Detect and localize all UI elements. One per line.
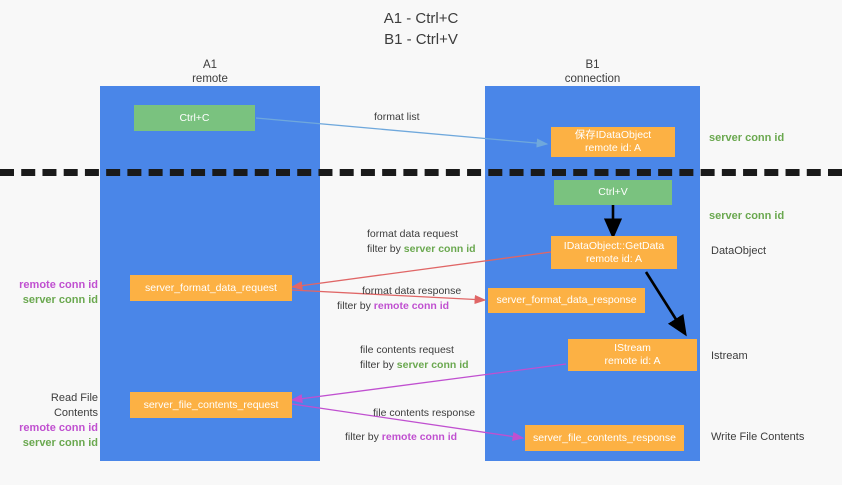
title-line-2: B1 - Ctrl+V [384,31,458,48]
title-line-1: A1 - Ctrl+C [383,10,459,27]
label-file-contents-response-filter: filter by remote conn id [345,421,475,445]
box-getdata-line1: IDataObject::GetData [563,239,665,252]
label-format-data-request-filter: filter by server conn id [367,242,476,257]
label-format-data-response-filter: filter by remote conn id [337,299,461,314]
box-istream-line1: IStream [614,342,651,354]
left-annotation-format: remote conn id server conn id [8,278,98,308]
box-ctrl-c: Ctrl+C [134,105,255,131]
column-header-b1-name: B1 [585,59,600,71]
box-istream-line2: remote id: A [604,355,661,367]
label-file-contents-response: file contents response [345,406,475,421]
box-ctrl-v: Ctrl+V [554,180,672,205]
box-save-dataobject-line1: 保存IDataObject [574,129,652,141]
left-annotation-file: Read File Contents remote conn id server… [4,391,98,451]
label-format-list: format list [374,110,420,125]
box-getdata: IDataObject::GetData remote id: A [551,236,677,269]
box-getdata-line2: remote id: A [585,252,643,265]
left-remote-conn-id-file: remote conn id [19,422,98,434]
phase-divider [0,169,842,176]
label-file-contents-response-text: file contents response [373,407,476,419]
right-label-dataobject: DataObject [711,245,767,257]
filter-prefix: filter by [337,300,374,312]
label-format-data-request-text: format data request [367,228,459,240]
box-server-file-contents-response: server_file_contents_response [525,425,684,451]
box-server-file-contents-request: server_file_contents_request [130,392,292,418]
label-format-list-text: format list [374,111,420,123]
right-server-conn-id-mid: server conn id [709,210,785,222]
label-read-file-contents: Read File Contents [50,392,98,419]
filter-value-server-conn-id: server conn id [403,243,476,255]
filter-value-remote-conn-id: remote conn id [381,431,458,443]
right-label-write-file-contents: Write File Contents [711,431,805,443]
column-header-b1: B1 connection [485,58,700,86]
label-file-contents-request-text: file contents request [360,344,454,356]
page-title: A1 - Ctrl+C B1 - Ctrl+V [0,8,842,50]
column-header-b1-sub: connection [564,73,621,85]
filter-prefix: filter by [367,243,404,255]
left-server-conn-id-file: server conn id [22,437,98,449]
label-file-contents-request: file contents request [360,343,469,358]
box-istream: IStream remote id: A [568,339,697,371]
right-server-conn-id-top: server conn id [709,132,785,144]
filter-prefix: filter by [360,359,397,371]
column-header-a1-name: A1 [202,59,218,71]
box-server-format-data-request: server_format_data_request [130,275,292,301]
label-file-contents-request-filter: filter by server conn id [360,358,469,373]
right-label-istream: Istream [711,350,748,362]
label-format-data-response-text: format data response [362,285,462,297]
column-header-a1-sub: remote [192,73,228,85]
left-server-conn-id-format: server conn id [22,294,98,306]
left-remote-conn-id-format: remote conn id [19,279,98,291]
filter-value-remote-conn-id: remote conn id [373,300,450,312]
column-header-a1: A1 remote [100,58,320,86]
box-save-dataobject: 保存IDataObject remote id: A [551,127,675,157]
filter-prefix: filter by [345,431,382,443]
label-format-data-request: format data request [367,227,476,242]
filter-value-server-conn-id: server conn id [396,359,469,371]
label-format-data-response: format data response [337,284,461,299]
box-server-format-data-response: server_format_data_response [488,288,645,313]
box-save-dataobject-line2: remote id: A [584,142,642,154]
